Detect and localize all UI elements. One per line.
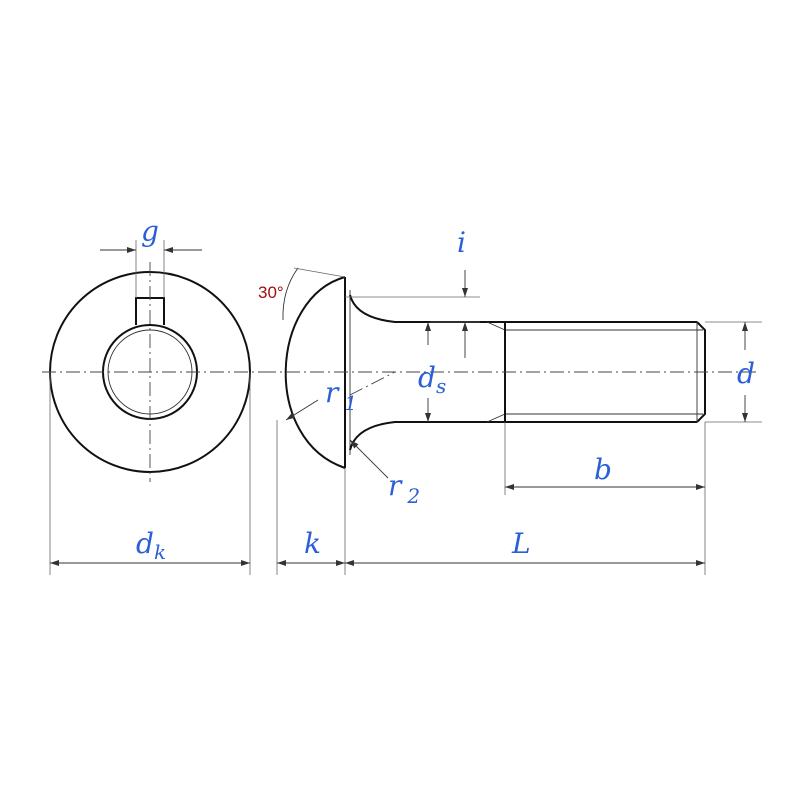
label-d: d [737,357,755,390]
neck-hidden-line [349,371,396,396]
dome-head [284,276,346,469]
label-r2-main: r [388,469,403,502]
angle-arc [282,267,299,321]
angle-leg [293,267,346,278]
label-k: k [304,527,321,560]
label-r1-sub: 1 [344,391,357,415]
label-angle: 30° [258,283,284,302]
label-dk-sub: k [154,540,166,564]
r2-leader [349,439,389,479]
label-ds-main: d [418,361,436,394]
label-ds-sub: s [436,374,446,398]
r1-leader [285,399,319,421]
label-L: L [511,527,531,560]
label-b: b [594,453,612,486]
neck-taper-bottom [486,413,506,423]
label-g: g [141,215,159,248]
label-r1-main: r [325,376,340,409]
side-view [262,267,762,575]
label-i: i [457,226,466,259]
label-dk: dk [136,527,166,564]
label-dk-main: d [136,527,154,560]
end-view [42,240,268,575]
label-r2-sub: 2 [406,484,420,508]
neck-top [349,294,505,323]
label-ds: ds [418,361,446,398]
neck-bottom [349,421,505,451]
neck-taper-top [486,321,506,331]
